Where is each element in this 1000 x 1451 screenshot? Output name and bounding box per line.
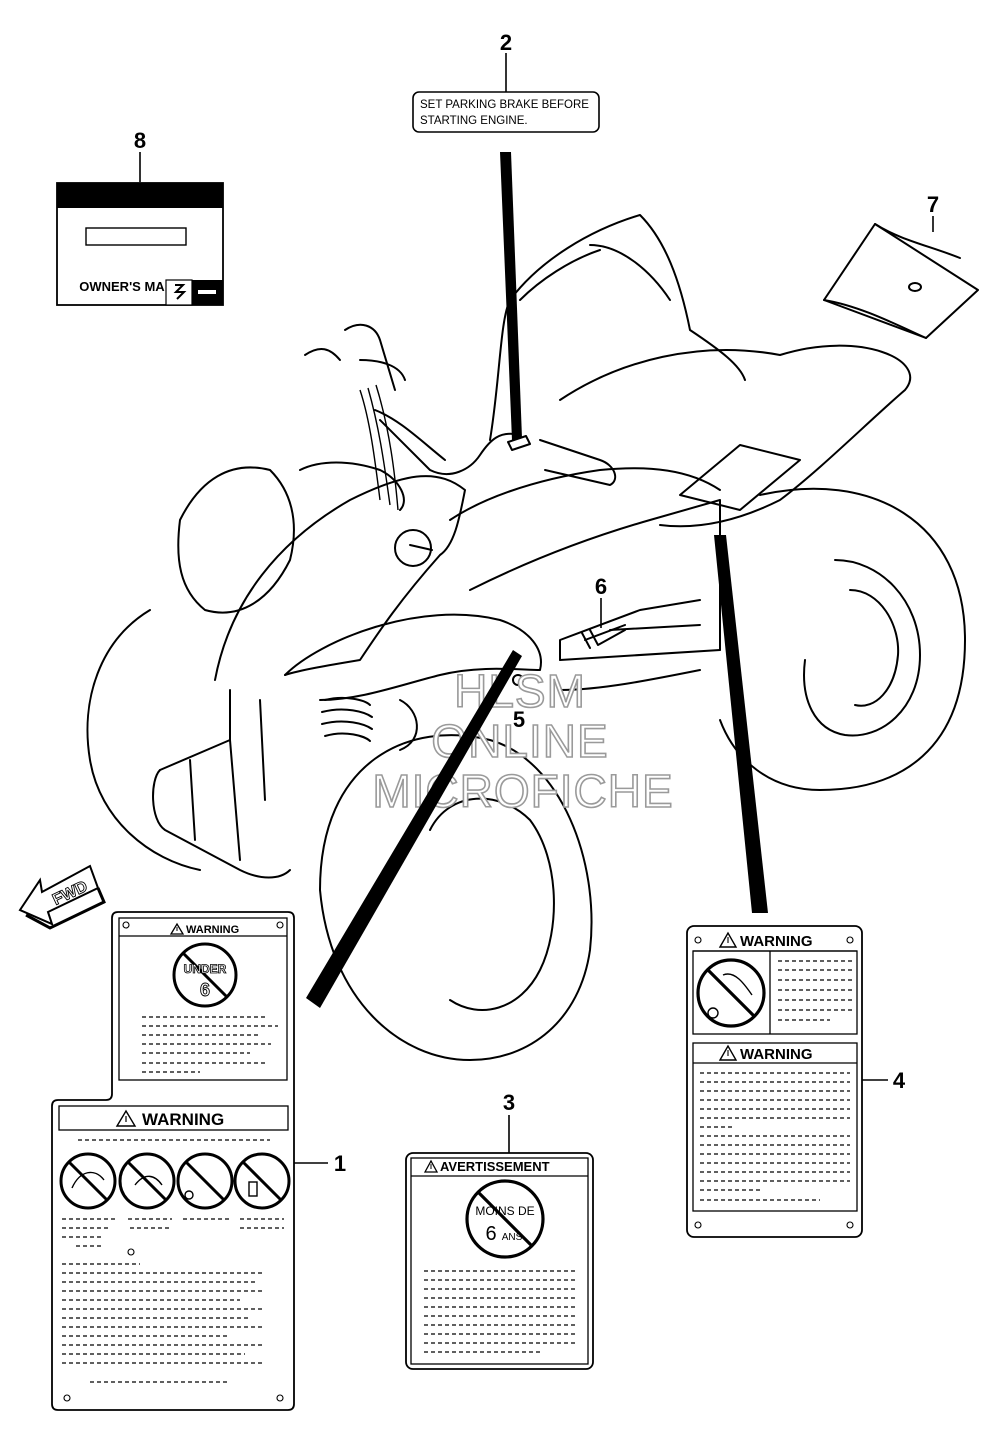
label-warning-1: WARNING UNDER 6 WARNING bbox=[51, 911, 295, 1411]
label1-pictograms bbox=[59, 1152, 291, 1210]
callout-7: 7 bbox=[927, 192, 939, 217]
label4-lower-text-lines bbox=[700, 1072, 850, 1201]
label1-under-word: UNDER bbox=[184, 962, 227, 976]
label1-top-header: WARNING bbox=[186, 924, 239, 936]
prohibition-icon bbox=[172, 942, 238, 1008]
label3-header: AVERTISSEMENT bbox=[440, 1159, 550, 1174]
label1-top-text-lines bbox=[142, 1016, 278, 1073]
watermark-line1: HLSM bbox=[454, 665, 586, 717]
prohibition-icon bbox=[59, 1152, 117, 1210]
label4-header1: WARNING bbox=[740, 933, 813, 950]
prohibition-icon bbox=[233, 1152, 291, 1210]
label1-under-num: 6 bbox=[200, 980, 210, 1000]
callout-5: 5 bbox=[513, 707, 525, 732]
label1-bottom-header: WARNING bbox=[142, 1110, 224, 1129]
prohibition-icon bbox=[465, 1179, 545, 1259]
watermark-line3: MICROFICHE bbox=[372, 765, 673, 817]
bolt-part bbox=[512, 674, 524, 686]
label2-line1: SET PARKING BRAKE BEFORE bbox=[420, 99, 589, 111]
label3-text-lines bbox=[424, 1270, 578, 1353]
prohibition-icon bbox=[696, 958, 766, 1028]
warning-triangle-icon bbox=[115, 1109, 137, 1127]
shock-spring bbox=[321, 696, 373, 742]
label3-text2: ANS bbox=[502, 1232, 523, 1243]
warning-triangle-icon bbox=[718, 1044, 738, 1061]
owners-manual: OWNER'S MANUAL bbox=[56, 182, 224, 306]
label-warning-4: WARNING WARNING bbox=[686, 925, 863, 1238]
tool-pouch bbox=[823, 223, 979, 339]
callout-4: 4 bbox=[893, 1068, 906, 1093]
callout-8: 8 bbox=[134, 128, 146, 153]
callout-numbers: 2 8 7 6 5 3 1 4 bbox=[134, 30, 939, 1176]
label2-line2: STARTING ENGINE. bbox=[420, 115, 528, 127]
watermark: HLSM ONLINE MICROFICHE bbox=[372, 664, 674, 818]
warning-triangle-icon bbox=[423, 1159, 439, 1173]
brand-logo-icon bbox=[173, 284, 187, 300]
callout-3: 3 bbox=[503, 1090, 515, 1115]
prohibition-icon bbox=[118, 1152, 176, 1210]
rivet-part bbox=[581, 624, 626, 649]
label1-bottom-text-lines bbox=[62, 1218, 284, 1383]
forward-arrow: FWD bbox=[18, 864, 106, 930]
callout-1: 1 bbox=[334, 1151, 346, 1176]
warning-triangle-icon bbox=[169, 922, 185, 935]
leader-lines bbox=[139, 53, 934, 1164]
prohibition-icon bbox=[176, 1152, 234, 1210]
label-avertissement: AVERTISSEMENT MOINS DE 6 ANS bbox=[405, 1152, 594, 1370]
label3-num: 6 bbox=[485, 1223, 496, 1245]
label4-upper-text-lines bbox=[778, 960, 855, 1021]
callout-2: 2 bbox=[500, 30, 512, 55]
label4-header2: WARNING bbox=[740, 1046, 813, 1063]
label-parking-brake: SET PARKING BRAKE BEFORE STARTING ENGINE… bbox=[412, 91, 600, 133]
warning-triangle-icon bbox=[718, 931, 738, 948]
atv-illustration bbox=[86, 214, 966, 1061]
callout-6: 6 bbox=[595, 574, 607, 599]
label3-text1: MOINS DE bbox=[475, 1204, 534, 1218]
